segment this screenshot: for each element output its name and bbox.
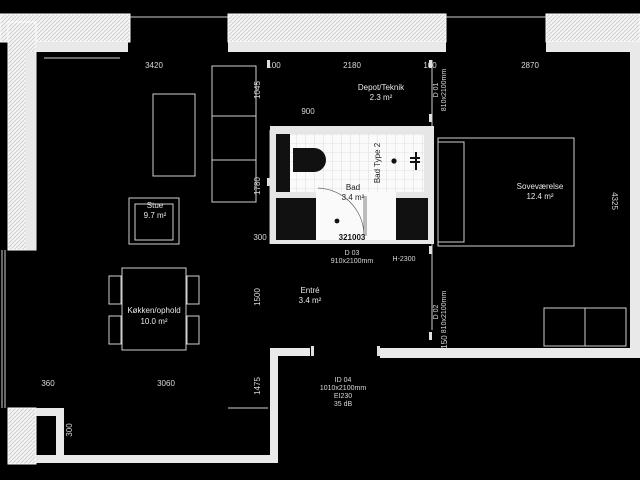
dim-3060: 3060 — [157, 379, 175, 388]
bathroom-pod — [270, 126, 434, 244]
door-markers — [267, 60, 432, 356]
sofa — [211, 65, 257, 203]
door-tags: D 01 810x2100mm D 02 810x2100mm D 03 910… — [320, 69, 448, 408]
chair — [186, 275, 200, 305]
room-name-bedroom: Soveværelse — [517, 182, 564, 191]
bathroom-type-label: Bad Type 2 — [373, 142, 382, 183]
chair — [186, 315, 200, 345]
door-d04-sound: 35 dB — [334, 401, 353, 408]
door-d03-size: 910x2100mm — [331, 258, 374, 265]
dim-300-h: 300 — [253, 233, 267, 242]
room-area-bedroom: 12.4 m² — [526, 192, 553, 201]
dim-1500: 1500 — [253, 288, 262, 306]
toilet-icon — [293, 148, 326, 172]
dim-1045: 1045 — [253, 81, 262, 99]
shaft-right — [396, 198, 428, 240]
shower-drain-icon — [391, 158, 397, 164]
dim-1475: 1475 — [253, 377, 262, 395]
door-d01-id: D 01 — [433, 83, 440, 98]
room-name-stue: Stue — [147, 201, 164, 210]
room-area-bad: 3.4 m² — [342, 193, 365, 202]
bathroom-door-leaf — [364, 196, 367, 236]
wall-top-right — [545, 13, 640, 43]
bed — [437, 137, 575, 247]
room-name-bad: Bad — [346, 183, 360, 192]
door-d04-id: ID 04 — [335, 377, 352, 384]
shaft-left — [276, 198, 316, 240]
armchair — [128, 197, 180, 245]
chair — [108, 315, 122, 345]
dim-4325: 4325 — [610, 192, 619, 210]
door-d03-id: D 03 — [345, 250, 360, 257]
door-d04-size: 1010x2100mm — [320, 385, 366, 392]
interior-walls — [26, 42, 640, 463]
room-name-depot: Depot/Teknik — [358, 83, 405, 92]
room-name-entre: Entré — [300, 286, 320, 295]
coffee-table — [152, 93, 196, 177]
dim-1780: 1780 — [253, 177, 262, 195]
shaft-upper-left — [276, 134, 290, 192]
bathroom-lower-floor — [316, 192, 396, 240]
bathroom-unit-id: 321003 — [339, 233, 366, 242]
room-area-stue: 9.7 m² — [144, 211, 167, 220]
dim-360: 360 — [41, 379, 55, 388]
bathroom-door-swing — [317, 187, 365, 235]
dim-top-living: 3420 — [145, 61, 163, 70]
room-labels: Stue 9.7 m² Køkken/ophold 10.0 m² Bad 3.… — [127, 83, 564, 326]
height-annotation: H-2300 — [393, 256, 416, 263]
shower-mixer-icon — [410, 152, 420, 170]
dim-top-100-a: 100 — [267, 61, 281, 70]
room-area-depot: 2.3 m² — [370, 93, 393, 102]
wall-left-lower — [7, 407, 37, 465]
door-d02-id: D 02 — [433, 305, 440, 320]
door-d01-size: 810x2100mm — [441, 69, 448, 112]
room-area-entre: 3.4 m² — [299, 296, 322, 305]
room-name-kitchen: Køkken/ophold — [127, 306, 180, 315]
dim-top-depot: 2180 — [343, 61, 361, 70]
dimension-labels: 3420 100 2180 100 2870 1045 900 1780 300… — [41, 61, 619, 437]
exterior-walls — [0, 13, 640, 465]
dim-top-100-b: 100 — [423, 61, 437, 70]
furniture — [108, 65, 627, 351]
chair — [108, 275, 122, 305]
dim-top-bedroom: 2870 — [521, 61, 539, 70]
dim-900: 900 — [301, 107, 315, 116]
door-d04-rating: EI230 — [334, 393, 352, 400]
wall-top-middle — [227, 13, 447, 43]
door-d02-size: 810x2100mm — [441, 291, 448, 334]
dim-300-v: 300 — [65, 423, 74, 437]
dim-150: 150 — [440, 335, 449, 349]
room-area-kitchen: 10.0 m² — [140, 317, 167, 326]
dining-table — [121, 267, 187, 351]
floor-drain-icon — [334, 218, 340, 224]
